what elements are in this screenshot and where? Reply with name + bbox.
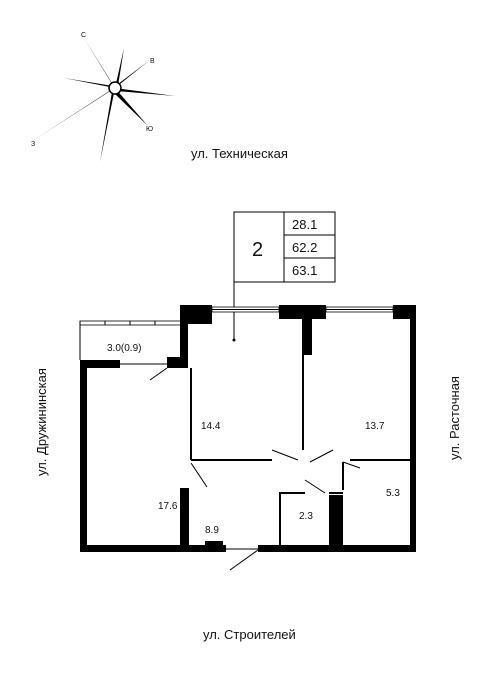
apartment-info-box: 2 28.1 62.2 63.1 [232,211,336,342]
total-area-with-balcony: 63.1 [292,263,317,278]
compass-ray-nne [115,48,124,88]
balcony: 3.0(0.9) [79,320,182,360]
door-wc [342,461,361,469]
door-bath [304,479,326,494]
wall-hall-stub [205,541,223,547]
wall-top-seg-2 [279,305,326,319]
compass-label-n: С [81,32,86,39]
compass-label-s: Ю [146,126,153,133]
info-box-leader-dot [232,338,236,342]
living-area: 28.1 [292,217,317,232]
door-room-left [271,449,299,461]
wall-kitchen-room [180,305,188,360]
street-north-label: ул. Техническая [191,146,288,161]
street-south-label: ул. Строителей [203,627,296,642]
wall-bottom-right [258,545,416,552]
room-left-area: 14.4 [201,421,221,432]
compass-ray-ese [115,88,175,96]
compass-ray-east [115,60,150,88]
door-room-right [309,449,334,463]
room-right-area: 13.7 [365,421,385,432]
wall-balcony-right [167,357,188,368]
kitchen-area: 17.6 [158,501,178,512]
rooms-count: 2 [252,239,263,261]
wall-balcony-left [80,360,120,368]
balcony-area-label: 3.0(0.9) [107,343,141,354]
compass-center [108,81,122,95]
wall-left [80,360,87,552]
wall-right [410,305,416,551]
compass-rose: С В Ю З [31,32,175,162]
walls [80,305,416,552]
wall-bottom-left [80,545,226,552]
compass-ray-south [113,88,148,126]
wall-kitchen-hall [180,488,189,545]
wall-top-seg-3 [393,305,415,319]
compass-ray-north [84,38,115,88]
wall-room-room-stub [303,319,312,355]
compass-label-e: В [150,58,155,65]
door-balcony [149,367,168,381]
wall-bath-right [329,495,343,545]
hall-area: 8.9 [205,525,219,536]
wc-area: 5.3 [386,488,400,499]
bathroom-area: 2.3 [299,511,313,522]
compass-ray-wnw [64,78,115,88]
compass-ray-ssw [100,88,115,162]
doors [120,363,361,571]
compass-ray-west [34,88,115,140]
door-entrance [229,549,259,571]
street-west-label: ул. Дружининская [34,368,49,476]
street-east-label: ул. Расточная [447,376,462,460]
door-kitchen [190,462,208,488]
total-area: 62.2 [292,240,317,255]
compass-label-w: З [31,141,35,148]
